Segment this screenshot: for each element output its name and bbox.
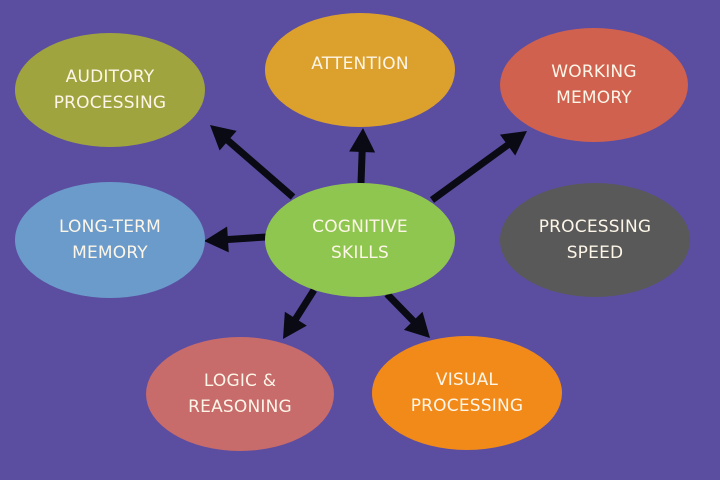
arrow-head-icon: [204, 226, 229, 253]
node-logic-reasoning: LOGIC & REASONING: [146, 337, 334, 451]
arrow-to-long-term-memory: [204, 226, 267, 253]
arrow-head-icon: [349, 128, 376, 153]
node-label: PROCESSING: [539, 217, 652, 237]
node-visual-processing: VISUAL PROCESSING: [372, 336, 562, 450]
node-ellipse: [500, 183, 690, 297]
node-label: REASONING: [188, 397, 292, 417]
center-node-cognitive-skills: COGNITIVE SKILLS: [265, 183, 455, 297]
node-label: PROCESSING: [411, 396, 524, 416]
node-label: SKILLS: [331, 243, 389, 263]
node-label: VISUAL: [436, 370, 499, 390]
arrow-head-icon: [499, 131, 527, 156]
node-label: AUDITORY: [66, 67, 155, 87]
arrow-head-icon: [403, 311, 430, 338]
node-long-term-memory: LONG-TERM MEMORY: [15, 182, 205, 298]
node-label: SPEED: [567, 243, 624, 263]
node-label: MEMORY: [72, 243, 148, 263]
arrow-shaft: [291, 288, 317, 323]
arrow-shaft: [384, 291, 418, 325]
nodes: COGNITIVE SKILLS AUDITORY PROCESSING ATTENTI…: [15, 13, 690, 451]
arrow-shaft: [225, 233, 267, 244]
arrow-head-icon: [210, 125, 237, 151]
node-label: COGNITIVE: [312, 217, 408, 237]
arrows: [204, 125, 527, 339]
node-label: ATTENTION: [311, 54, 409, 74]
node-ellipse: [500, 28, 688, 142]
node-label: PROCESSING: [54, 93, 167, 113]
node-processing-speed: PROCESSING SPEED: [500, 183, 690, 297]
arrow-to-auditory-processing: [210, 125, 296, 200]
node-label: LOGIC &: [204, 371, 276, 391]
node-label: MEMORY: [556, 88, 632, 108]
node-attention: ATTENTION: [265, 13, 455, 127]
arrow-to-working-memory: [429, 131, 527, 203]
node-ellipse: [265, 13, 455, 127]
node-label: LONG-TERM: [59, 217, 161, 237]
arrow-to-visual-processing: [384, 291, 430, 338]
arrow-head-icon: [283, 311, 307, 339]
node-ellipse: [15, 182, 205, 298]
arrow-to-logic-reasoning: [283, 288, 317, 339]
node-ellipse: [146, 337, 334, 451]
node-working-memory: WORKING MEMORY: [500, 28, 688, 142]
node-ellipse: [15, 33, 205, 147]
node-ellipse: [372, 336, 562, 450]
node-auditory-processing: AUDITORY PROCESSING: [15, 33, 205, 147]
arrow-shaft: [357, 149, 366, 184]
node-ellipse: [265, 183, 455, 297]
node-label: WORKING: [551, 62, 636, 82]
arrow-shaft: [224, 136, 296, 200]
arrow-shaft: [429, 141, 512, 203]
arrow-to-attention: [349, 128, 376, 184]
